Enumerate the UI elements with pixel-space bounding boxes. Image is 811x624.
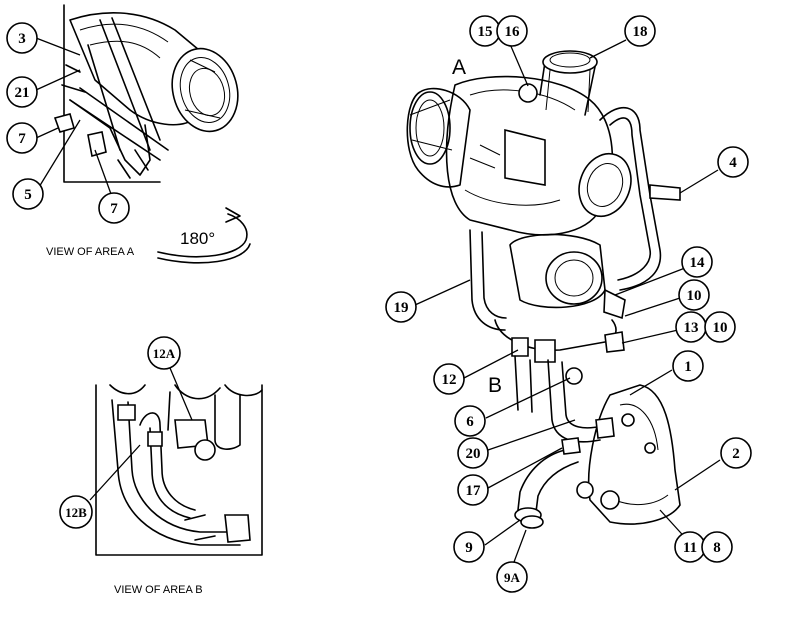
callout-3-label: 3 xyxy=(18,31,26,47)
callout-18-label: 18 xyxy=(633,24,648,40)
callout-11-label: 11 xyxy=(683,540,697,556)
callout-5: 5 xyxy=(12,178,44,210)
main-turbocharger-assembly xyxy=(406,50,681,529)
callout-16-label: 16 xyxy=(505,24,521,40)
area-b-letter: B xyxy=(488,374,502,397)
inset-view-area-a xyxy=(35,4,251,264)
area-a-letter: A xyxy=(452,56,466,79)
callout-8: 8 xyxy=(701,531,733,563)
callout-12b-label: 12B xyxy=(65,505,87,520)
callout-7-upper: 7 xyxy=(6,122,38,154)
callout-12a-label: 12A xyxy=(153,346,176,361)
callout-14-label: 14 xyxy=(690,255,706,271)
view-area-a-caption: VIEW OF AREA A xyxy=(46,246,135,258)
callout-13: 13 xyxy=(675,311,707,343)
callout-10-lower: 10 xyxy=(704,311,736,343)
callout-19: 19 xyxy=(385,291,417,323)
callout-9-label: 9 xyxy=(465,540,473,556)
callout-4-label: 4 xyxy=(729,155,737,171)
callout-19-label: 19 xyxy=(394,300,409,316)
callout-3: 3 xyxy=(6,22,38,54)
callout-12: 12 xyxy=(433,363,465,395)
callout-9a-label: 9A xyxy=(504,570,521,585)
callout-5-label: 5 xyxy=(24,187,32,203)
callout-7-upper-label: 7 xyxy=(18,131,26,147)
inset-view-area-b xyxy=(89,367,263,556)
callout-10-lower-label: 10 xyxy=(713,320,728,336)
callout-17: 17 xyxy=(457,474,489,506)
rotation-label: 180° xyxy=(180,229,215,248)
callout-6: 6 xyxy=(454,405,486,437)
callout-2: 2 xyxy=(720,437,752,469)
callout-9a: 9A xyxy=(496,561,528,593)
callout-18: 18 xyxy=(624,15,656,47)
callout-4: 4 xyxy=(717,146,749,178)
callout-15: 15 xyxy=(469,15,501,47)
callout-12b: 12B xyxy=(59,495,93,529)
callout-20-label: 20 xyxy=(466,446,481,462)
callout-10-upper: 10 xyxy=(678,279,710,311)
callout-7-lower: 7 xyxy=(98,192,130,224)
callout-21: 21 xyxy=(6,76,38,108)
callout-1: 1 xyxy=(672,350,704,382)
callout-21-label: 21 xyxy=(15,85,30,101)
callout-1-label: 1 xyxy=(684,359,692,375)
callout-7-lower-label: 7 xyxy=(110,201,118,217)
callout-11: 11 xyxy=(674,531,706,563)
view-area-b-caption: VIEW OF AREA B xyxy=(114,584,203,596)
callout-2-label: 2 xyxy=(732,446,740,462)
callout-15-label: 15 xyxy=(478,24,493,40)
callout-10-upper-label: 10 xyxy=(687,288,702,304)
callout-16: 16 xyxy=(496,15,528,47)
callout-14: 14 xyxy=(681,246,713,278)
callout-13-label: 13 xyxy=(684,320,699,336)
callout-8-label: 8 xyxy=(713,540,721,556)
callout-20: 20 xyxy=(457,437,489,469)
callout-12-label: 12 xyxy=(442,372,457,388)
callout-12a: 12A xyxy=(147,336,181,370)
callout-9: 9 xyxy=(453,531,485,563)
callout-6-label: 6 xyxy=(466,414,474,430)
callout-17-label: 17 xyxy=(466,483,482,499)
